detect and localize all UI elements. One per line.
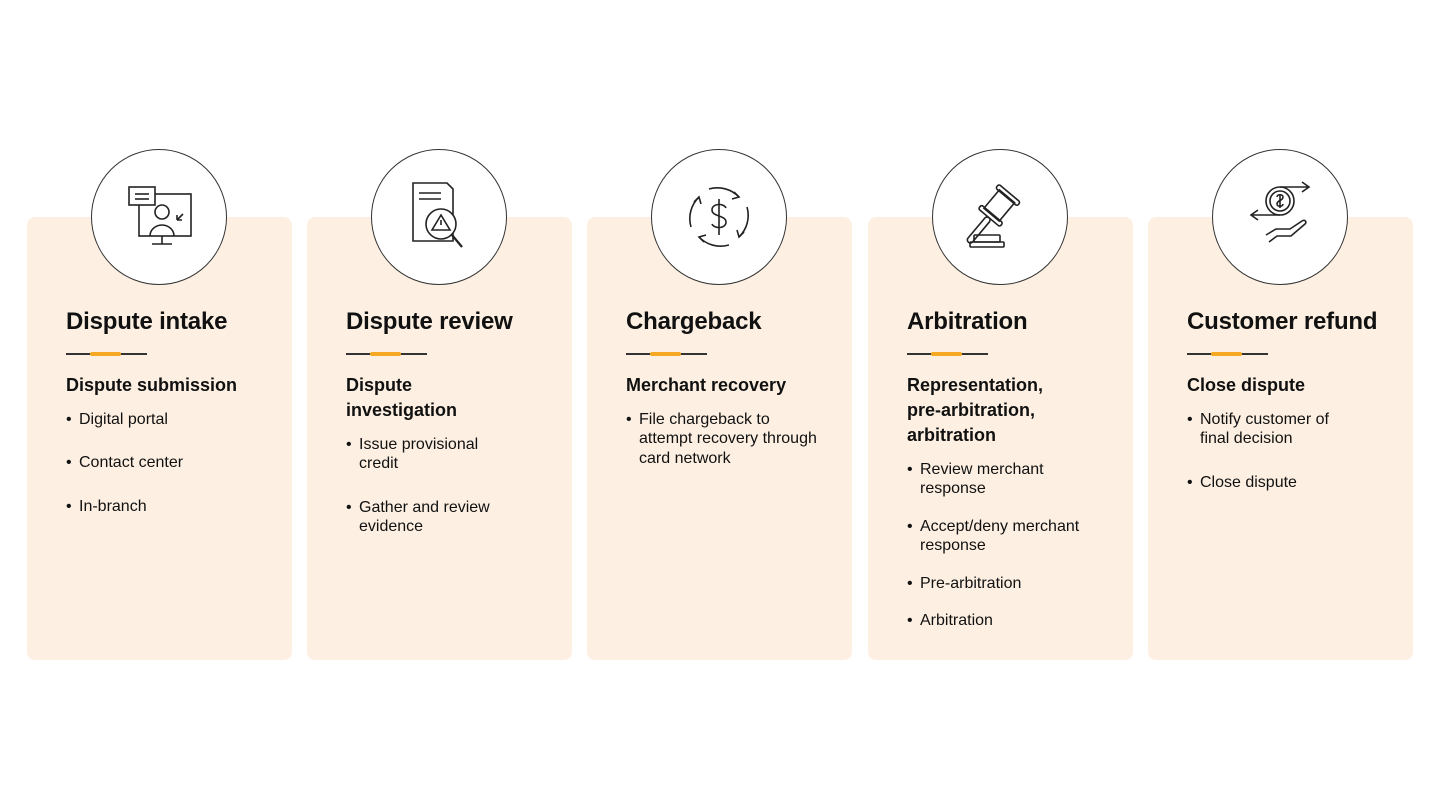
list-item: Arbitration [907,611,1092,631]
list-item: Accept/deny merchant response [907,517,1092,556]
step-subtitle: Close dispute [1187,374,1306,395]
step-title: Dispute review [346,308,513,335]
divider [346,351,427,356]
step-title: Customer refund [1187,308,1378,335]
card-customer-refund: Customer refund Close dispute Notify cus… [1148,149,1413,660]
icon-circle [932,149,1068,285]
icon-circle [91,149,227,285]
icon-circle [371,149,507,285]
list-item: Contact center [66,453,280,473]
step-title: Dispute intake [66,308,228,335]
refund-hand-icon [1249,181,1311,243]
card-dispute-review: Dispute review Dispute investigation Iss… [307,149,572,660]
dollar-cycle-icon [689,187,749,247]
step-title: Chargeback [626,308,762,335]
divider [66,351,147,356]
list-item: Notify customer of final decision [1187,410,1347,449]
step-subtitle: Representation, pre-arbitration, arbitra… [907,374,1044,445]
icon-circle [1212,149,1348,285]
step-subtitle: Merchant recovery [626,374,787,395]
document-warning-search-icon [412,182,463,248]
list-item: Pre-arbitration [907,574,1092,594]
step-subtitle: Dispute investigation [346,374,458,420]
card-dispute-intake: Dispute intake Dispute submission Digita… [27,149,292,660]
step-title: Arbitration [907,308,1028,335]
gavel-icon [966,184,1021,248]
divider [626,351,707,356]
list-item: File chargeback to attempt recovery thro… [626,410,821,469]
list-item: Issue provisional credit [346,435,506,474]
step-subtitle: Dispute submission [66,374,238,395]
list-item: Digital portal [66,410,280,430]
card-chargeback: Chargeback Merchant recovery File charge… [587,149,852,660]
card-arbitration: Arbitration Representation, pre-arbitrat… [868,149,1133,660]
divider [907,351,988,356]
icon-circle [651,149,787,285]
divider [1187,351,1268,356]
computer-user-icon [128,186,192,245]
list-item: In-branch [66,497,280,517]
list-item: Close dispute [1187,473,1347,493]
list-item: Gather and review evidence [346,498,506,537]
list-item: Review merchant response [907,460,1092,499]
